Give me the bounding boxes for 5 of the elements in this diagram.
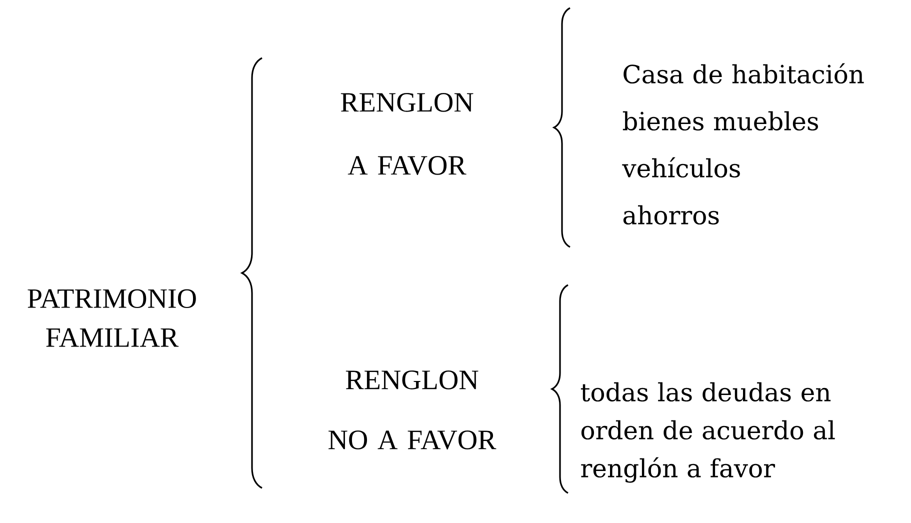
text-label: Casa de habitación bienes muebles vehículos ahorros <box>622 63 864 225</box>
text-label: RENGLON NO A FAVOR <box>328 370 496 450</box>
text-label: RENGLON A FAVOR <box>340 93 474 175</box>
text-label: PATRIMONIO FAMILIAR <box>28 289 196 347</box>
text-label: todas las deudas en orden de acuerdo al renglón a favor <box>580 382 835 483</box>
